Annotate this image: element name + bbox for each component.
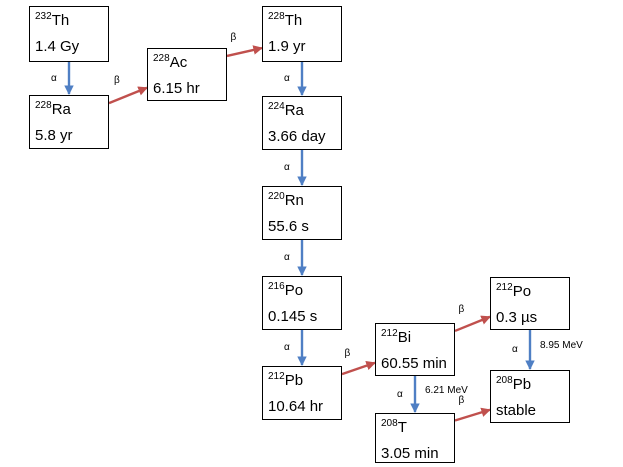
half-life: 55.6 s (268, 217, 309, 235)
nuclide-symbol: 220Rn (268, 190, 341, 212)
nuclide-symbol: 212Po (496, 281, 569, 303)
nuclide-box-tl208: 208T 3.05 min (375, 413, 455, 463)
nuclide-symbol: 224Ra (268, 100, 341, 122)
decay-mode-label: β (344, 348, 351, 360)
mass-number: 224 (268, 101, 285, 112)
element-symbol: Th (51, 12, 70, 29)
decay-arrow-bi212-to-po212 (454, 315, 491, 333)
mass-number: 220 (268, 191, 285, 202)
element-symbol: Po (512, 283, 532, 300)
element-symbol: Po (284, 282, 304, 299)
element-symbol: Pb (512, 376, 532, 393)
decay-arrow-ra228-to-ac228 (108, 86, 148, 105)
decay-mode-label: β (114, 75, 120, 87)
mass-number: 232 (35, 11, 52, 22)
decay-arrow-pb212-to-bi212 (341, 361, 376, 376)
decay-mode-label: α (284, 342, 290, 353)
mass-number: 208 (496, 375, 513, 386)
element-symbol: Rn (284, 192, 304, 209)
decay-mode-label: α (284, 252, 290, 263)
decay-mode-label: α (284, 73, 290, 84)
nuclide-symbol: 208Pb (496, 374, 569, 396)
nuclide-symbol: 228Th (268, 10, 341, 32)
half-life: 1.4 Gy (35, 37, 80, 55)
nuclide-symbol: 216Po (268, 280, 341, 302)
decay-mode-label: β (458, 303, 465, 315)
nuclide-symbol: 228Ac (153, 52, 226, 74)
element-symbol: T (397, 419, 407, 436)
decay-mode-label: α (51, 72, 57, 84)
mass-number: 228 (268, 11, 285, 22)
nuclide-symbol: 212Pb (268, 370, 341, 392)
element-symbol: Ra (51, 101, 71, 118)
nuclide-box-th232: 232Th 1.4 Gy (29, 6, 109, 62)
nuclide-box-rn220: 220Rn 55.6 s (262, 186, 342, 240)
element-symbol: Pb (284, 372, 304, 389)
element-symbol: Ra (284, 102, 304, 119)
element-symbol: Bi (397, 329, 412, 346)
half-life: 3.05 min (381, 444, 439, 462)
mass-number: 216 (268, 281, 285, 292)
nuclide-symbol: 232Th (35, 10, 108, 32)
mass-number: 228 (153, 53, 170, 64)
half-life: 5.8 yr (35, 126, 73, 144)
nuclide-box-pb212: 212Pb 10.64 hr (262, 366, 342, 420)
mass-number: 212 (268, 371, 285, 382)
nuclide-symbol: 208T (381, 417, 454, 439)
mass-number: 212 (496, 282, 513, 293)
mass-number: 208 (381, 418, 398, 429)
nuclide-box-po212: 212Po 0.3 µs (490, 277, 570, 330)
half-life: stable (496, 401, 537, 419)
decay-mode-label: α (397, 388, 403, 400)
decay-arrow-tl208-to-pb208 (454, 407, 491, 422)
half-life: 0.145 s (268, 307, 318, 325)
half-life: 10.64 hr (268, 397, 324, 415)
decay-arrow-ac228-to-th228 (226, 45, 263, 58)
nuclide-box-ac228: 228Ac 6.15 hr (147, 48, 227, 101)
nuclide-symbol: 228Ra (35, 99, 108, 121)
half-life: 6.15 hr (153, 79, 200, 97)
decay-mode-label: α (512, 344, 518, 355)
nuclide-box-ra228: 228Ra 5.8 yr (29, 95, 109, 149)
nuclide-box-pb208: 208Pb stable (490, 370, 570, 423)
half-life: 60.55 min (381, 354, 447, 372)
nuclide-box-ra224: 224Ra 3.66 day (262, 96, 342, 150)
decay-mode-label: α (284, 162, 290, 173)
nuclide-symbol: 212Bi (381, 327, 454, 349)
half-life: 1.9 yr (268, 37, 306, 55)
half-life: 3.66 day (268, 127, 326, 145)
mass-number: 228 (35, 100, 52, 111)
nuclide-box-po216: 216Po 0.145 s (262, 276, 342, 330)
decay-mode-label: β (230, 31, 237, 43)
nuclide-box-bi212: 212Bi 60.55 min (375, 323, 455, 376)
nuclide-box-th228: 228Th 1.9 yr (262, 6, 342, 62)
mass-number: 212 (381, 328, 398, 339)
half-life: 0.3 µs (496, 308, 538, 326)
decay-energy-label: 6.21 MeV (425, 384, 468, 396)
decay-energy-label: 8.95 MeV (540, 340, 583, 351)
element-symbol: Ac (169, 54, 188, 71)
element-symbol: Th (284, 12, 303, 29)
decay-mode-label: β (458, 395, 465, 407)
